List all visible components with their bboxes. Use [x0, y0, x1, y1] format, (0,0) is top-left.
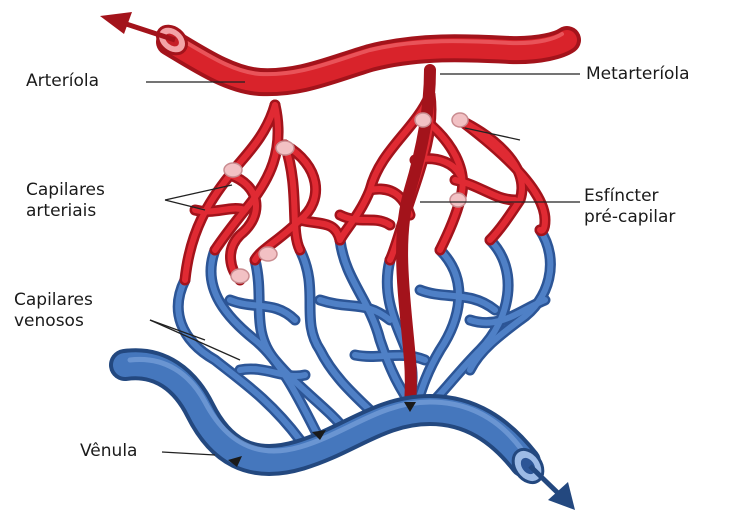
arrow-head-icon [100, 12, 132, 34]
sphincter-ring-icon [450, 193, 466, 207]
label-capilares-arteriais-line1: Capilares [26, 180, 105, 201]
leader-capilares-arteriais-1 [165, 200, 205, 210]
sphincter-ring-icon [231, 269, 249, 283]
label-capilares-arteriais: Capilares arteriais [26, 180, 105, 223]
label-capilares-venosos-line2: venosos [14, 311, 93, 332]
sphincter-ring-icon [259, 247, 277, 261]
label-venula: Vênula [80, 441, 137, 462]
label-arteriola: Arteríola [26, 71, 99, 92]
sphincter-ring-icon [276, 141, 294, 155]
arterial-capillaries [185, 95, 545, 280]
sphincter-ring-icon [415, 113, 431, 127]
label-esfincter-line1: Esfíncter [584, 186, 675, 207]
label-esfincter-line2: pré-capilar [584, 207, 675, 228]
label-capilares-venosos: Capilares venosos [14, 290, 93, 333]
leader-venula [162, 452, 215, 455]
sphincter-ring-icon [452, 113, 468, 127]
label-metarteriola: Metarteríola [586, 64, 690, 85]
label-capilares-arteriais-line2: arteriais [26, 201, 105, 222]
sphincter-ring-icon [224, 163, 242, 177]
label-capilares-venosos-line1: Capilares [14, 290, 93, 311]
label-esfincter-pre-capilar: Esfíncter pré-capilar [584, 186, 675, 229]
